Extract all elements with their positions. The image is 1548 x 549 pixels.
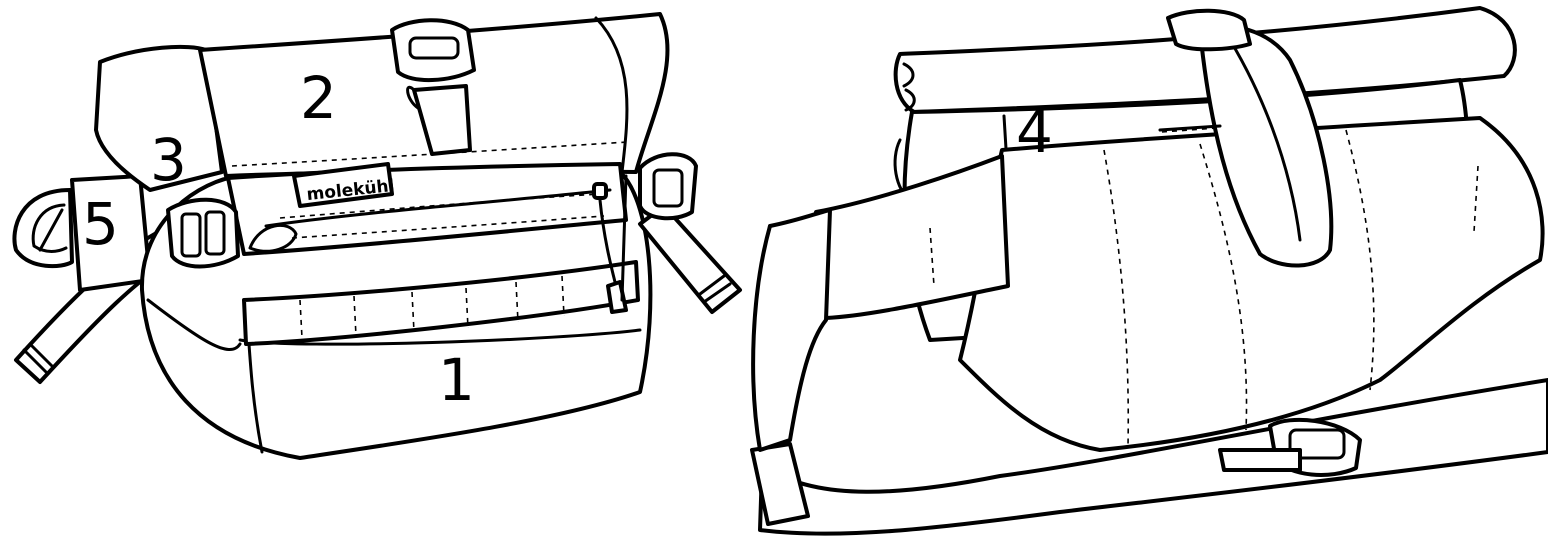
left-side-buckle	[168, 200, 238, 267]
left-loop	[14, 190, 72, 266]
center-buckle	[392, 20, 474, 80]
callout-5: 5	[82, 190, 119, 258]
right-side-buckle	[640, 154, 696, 218]
callout-2: 2	[300, 64, 337, 132]
shoulder-strap-upper	[753, 210, 830, 450]
right-side-strap	[640, 206, 740, 312]
callout-1: 1	[438, 346, 475, 414]
callout-4: 4	[1016, 98, 1053, 166]
back-view: 4	[752, 8, 1548, 534]
front-view: molekühl 1 2 3 5	[14, 14, 740, 458]
callout-3: 3	[150, 126, 187, 194]
